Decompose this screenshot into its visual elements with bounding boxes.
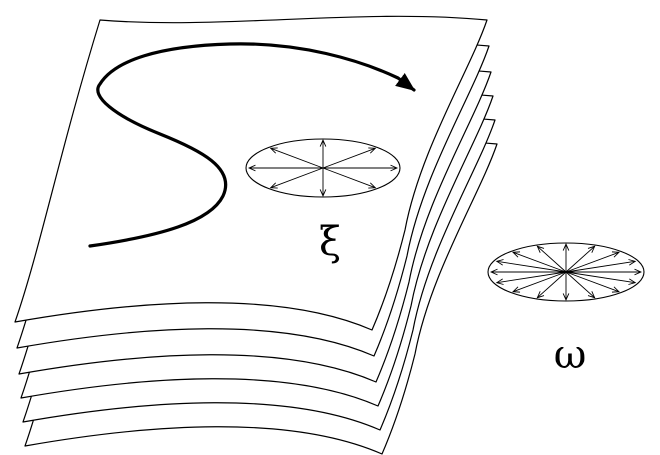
omega-arrowhead: [512, 286, 521, 293]
omega-arrowhead: [562, 243, 570, 251]
xi-spoke: [270, 167, 324, 189]
omega-spoke: [496, 260, 567, 273]
omega-arrowhead: [536, 291, 545, 299]
omega-arrowhead: [587, 291, 596, 299]
omega-spoke: [565, 271, 595, 299]
xi-spoke: [322, 147, 376, 169]
omega-arrowhead: [495, 278, 504, 285]
leaf-stack: [14, 15, 498, 455]
omega-spoke: [565, 271, 620, 293]
s-curve-arrow: [88, 42, 416, 248]
omega-spoke: [565, 251, 620, 273]
xi-arrowhead: [319, 139, 327, 147]
omega-spoke: [565, 271, 636, 284]
xi-arrowhead: [390, 164, 399, 172]
omega-spoke: [565, 260, 636, 273]
omega-arrowhead: [512, 251, 521, 258]
omega-arrowhead: [587, 245, 596, 253]
omega-arrowhead: [634, 268, 642, 276]
omega-arrowhead: [536, 245, 545, 253]
omega-spoke: [512, 251, 567, 273]
direction-ellipse-omega: [487, 242, 645, 302]
omega-arrowhead: [562, 293, 570, 301]
omega-spoke: [537, 245, 567, 273]
xi-arrowhead: [247, 164, 256, 172]
omega-spoke: [512, 271, 567, 293]
xi-arrowhead: [368, 182, 377, 189]
direction-ellipse-xi: [245, 138, 401, 198]
omega-spoke: [537, 271, 567, 299]
xi-arrowhead: [269, 147, 278, 154]
omega-arrowhead: [611, 251, 620, 258]
omega-arrowhead: [628, 259, 637, 266]
xi-arrowhead: [269, 182, 278, 189]
xi-spoke: [270, 147, 324, 169]
label-omega: ω: [554, 332, 587, 378]
omega-spoke: [565, 245, 595, 273]
omega-arrowhead: [611, 286, 620, 293]
xi-arrowhead: [319, 189, 327, 197]
xi-arrowhead: [368, 147, 377, 154]
omega-spoke: [496, 271, 567, 284]
omega-arrowhead: [628, 278, 637, 285]
omega-arrowhead: [495, 259, 504, 266]
omega-arrowhead: [490, 268, 498, 276]
label-xi: ξ: [319, 219, 341, 265]
xi-spoke: [322, 167, 376, 189]
